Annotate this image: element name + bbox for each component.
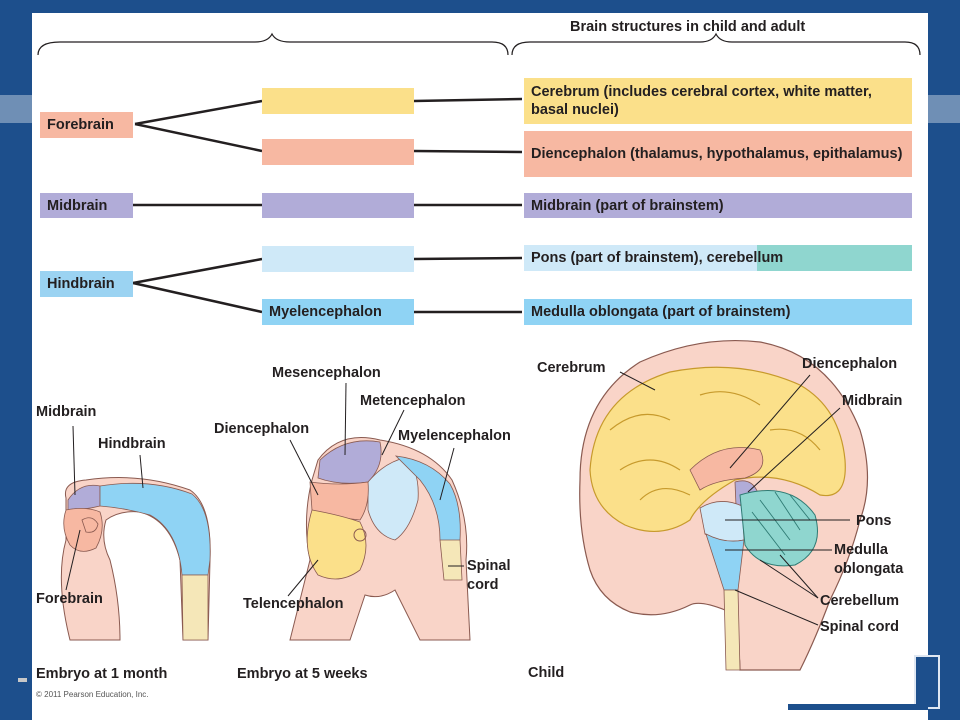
embryo5-caption: Embryo at 5 weeks (237, 666, 368, 682)
embryo-5-weeks-illustration (289, 437, 471, 641)
child-diencephalon-label: Diencephalon (802, 356, 898, 372)
slide-frame-band-right (928, 95, 960, 123)
footer-mark (18, 678, 27, 682)
slide-frame-band-left (0, 95, 32, 123)
embryo5-spinal-label: Spinal (467, 558, 511, 574)
slide-frame-top (0, 0, 960, 13)
child-pons-label: Pons (856, 513, 892, 529)
secondary-mesencephalon-box (262, 193, 414, 218)
adult-diencephalon: Diencephalon (thalamus, hypothalamus, ep… (524, 131, 912, 177)
child-oblongata-label: oblongata (834, 561, 904, 577)
adult-pons-cerebellum-fill (524, 245, 912, 271)
child-head-illustration (579, 340, 869, 671)
embryo1-forebrain-label: Forebrain (36, 591, 103, 607)
child-medulla-label: Medulla (834, 542, 888, 558)
secondary-telencephalon-box (262, 88, 414, 114)
secondary-myelencephalon-box: Myelencephalon (262, 299, 414, 325)
child-spinal-cord-label: Spinal cord (820, 619, 899, 635)
primary-hindbrain: Hindbrain (40, 271, 133, 297)
secondary-metencephalon-box (262, 246, 414, 272)
child-caption: Child (528, 665, 565, 681)
publisher-logo (914, 655, 940, 709)
secondary-diencephalon-box (262, 139, 414, 165)
adult-medulla: Medulla oblongata (part of brainstem) (524, 299, 912, 325)
adult-midbrain: Midbrain (part of brainstem) (524, 193, 912, 218)
embryo5-diencephalon-label: Diencephalon (214, 421, 310, 437)
header-title: Brain structures in child and adult (570, 19, 806, 35)
embryo5-mesencephalon-label: Mesencephalon (272, 365, 381, 381)
primary-midbrain: Midbrain (40, 193, 133, 218)
copyright-text: © 2011 Pearson Education, Inc. (36, 690, 149, 699)
embryo-1-month-illustration (60, 477, 211, 641)
adult-cerebrum: Cerebrum (includes cerebral cortex, whit… (524, 78, 912, 124)
embryo5-metencephalon-label: Metencephalon (360, 393, 466, 409)
footer-bar (788, 704, 928, 710)
embryo5-cord-label: cord (467, 577, 499, 593)
adult-pons-cerebellum: Pons (part of brainstem), cerebellum (531, 250, 784, 266)
embryo1-midbrain-label: Midbrain (36, 404, 97, 420)
primary-forebrain: Forebrain (40, 112, 133, 138)
embryo1-caption: Embryo at 1 month (36, 666, 168, 682)
embryo1-hindbrain-label: Hindbrain (98, 436, 166, 452)
child-midbrain-label: Midbrain (842, 393, 903, 409)
child-cerebellum-label: Cerebellum (820, 593, 899, 609)
child-cerebrum-label: Cerebrum (537, 360, 606, 376)
embryo5-myelencephalon-label: Myelencephalon (398, 428, 511, 444)
embryo5-telencephalon-label: Telencephalon (243, 596, 344, 612)
